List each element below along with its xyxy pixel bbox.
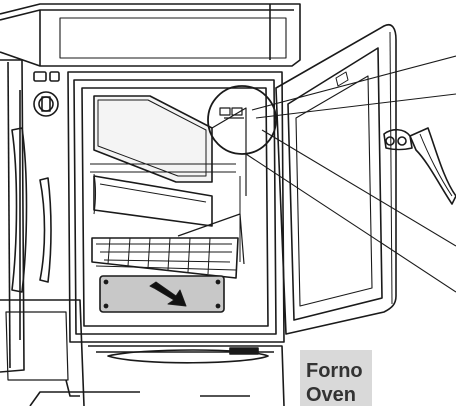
callout-leader-lines bbox=[245, 55, 456, 293]
oven-frame bbox=[67, 71, 285, 343]
door-handle bbox=[383, 127, 456, 205]
left-door-handle bbox=[11, 127, 52, 293]
oven-base bbox=[0, 299, 285, 406]
bottom-plate bbox=[99, 275, 225, 313]
oven-rack bbox=[91, 237, 239, 279]
direction-arrow bbox=[149, 281, 187, 307]
label-line-2: Oven bbox=[306, 384, 357, 406]
thermostat-detail bbox=[219, 107, 244, 119]
label-box: Forno Oven bbox=[300, 350, 372, 406]
control-panel bbox=[33, 71, 60, 117]
open-door bbox=[275, 24, 397, 335]
detail-callout-circle bbox=[207, 85, 277, 155]
left-frame bbox=[0, 59, 25, 373]
baking-tray bbox=[93, 175, 213, 227]
label-line-1: Forno bbox=[306, 360, 363, 382]
temperature-knob bbox=[33, 91, 59, 117]
cooktop-plate bbox=[0, 3, 301, 67]
oven-interior bbox=[90, 95, 247, 279]
